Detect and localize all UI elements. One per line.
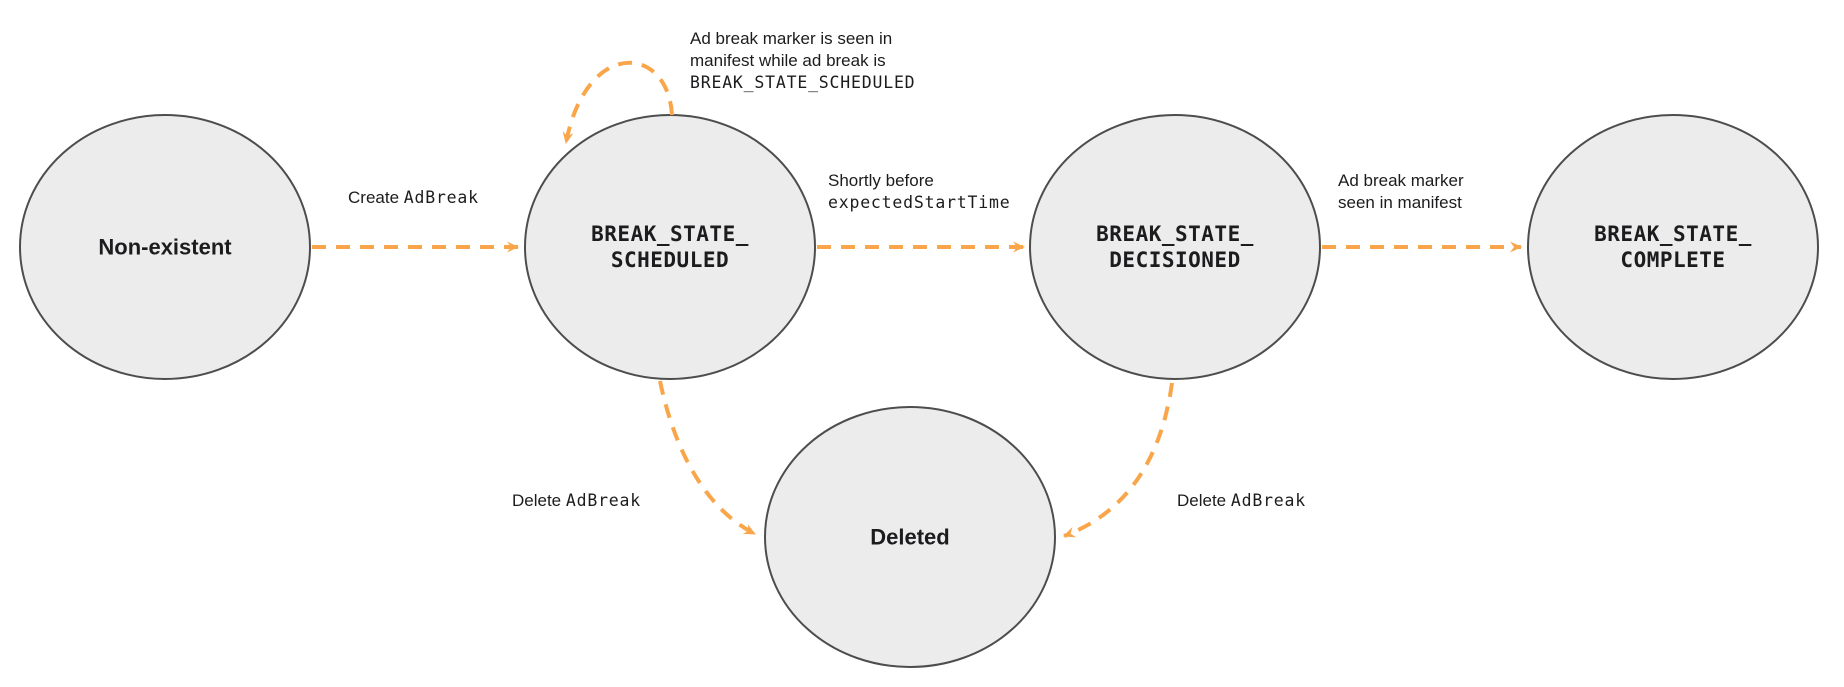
edge-label-code-line: expectedStartTime [828, 193, 1011, 212]
edge-delete-from-decisioned [1063, 382, 1174, 538]
edge-label-line: seen in manifest [1338, 193, 1462, 212]
state-label-break-state-complete: BREAK_STATE_ COMPLETE [1594, 221, 1752, 273]
edge-label-text: Create [348, 188, 404, 207]
edge-label-code-line: BREAK_STATE_SCHEDULED [690, 73, 916, 92]
edge-label-marker-seen: Ad break marker seen in manifest [1338, 170, 1464, 214]
edge-label-line: Shortly before [828, 171, 934, 190]
edge-label-create-adbreak: Create AdBreak [348, 187, 479, 209]
state-label-line: SCHEDULED [610, 248, 730, 272]
state-label-line: BREAK_STATE_ [1096, 222, 1254, 246]
edge-self-loop-scheduled [562, 60, 674, 144]
edge-label-line: Ad break marker [1338, 171, 1464, 190]
state-label-break-state-decisioned: BREAK_STATE_ DECISIONED [1096, 221, 1254, 273]
state-node-break-state-complete [1527, 114, 1819, 380]
edge-label-line: manifest while ad break is [690, 51, 886, 70]
state-label-break-state-scheduled: BREAK_STATE_ SCHEDULED [591, 221, 749, 273]
edge-label-delete-from-scheduled: Delete AdBreak [512, 490, 641, 512]
state-label-line: BREAK_STATE_ [591, 222, 749, 246]
edge-label-code: AdBreak [403, 188, 479, 207]
state-label-deleted: Deleted [870, 524, 950, 550]
state-label-line: DECISIONED [1109, 248, 1241, 272]
edge-label-text: Delete [1177, 491, 1231, 510]
state-node-deleted [764, 406, 1056, 668]
edge-label-self-loop: Ad break marker is seen in manifest whil… [690, 28, 915, 94]
edge-delete-from-scheduled [658, 380, 756, 536]
edge-label-code: AdBreak [565, 491, 642, 510]
state-label-line: BREAK_STATE_ [1594, 222, 1752, 246]
state-node-break-state-decisioned [1029, 114, 1321, 380]
edge-label-code: AdBreak [1230, 491, 1307, 510]
edge-label-delete-from-decisioned: Delete AdBreak [1177, 490, 1306, 512]
edge-label-shortly-before: Shortly before expectedStartTime [828, 170, 1010, 214]
edge-label-line: Ad break marker is seen in [690, 29, 893, 48]
state-label-line: COMPLETE [1620, 248, 1726, 272]
state-node-non-existent [19, 114, 311, 380]
state-label-non-existent: Non-existent [98, 234, 232, 260]
edge-label-text: Delete [512, 491, 566, 510]
